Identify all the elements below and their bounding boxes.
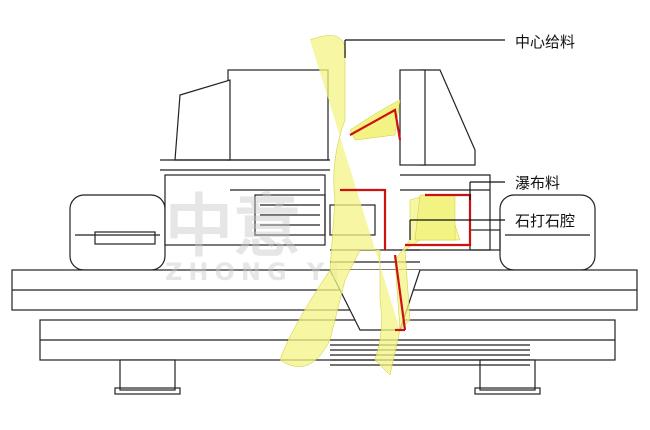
left-housing (160, 69, 376, 246)
left-motor (69, 194, 166, 271)
watermark-logo: 中意 (165, 188, 301, 267)
watermark-logo-en: ZHONG YI (165, 258, 345, 286)
label-waterfall-feed: 瀑布料 (515, 174, 561, 192)
right-motor (499, 194, 596, 271)
material-stream (279, 35, 461, 376)
leader-lines (344, 39, 505, 240)
label-rock-chamber: 石打石腔 (515, 212, 576, 230)
label-center-feed: 中心给料 (515, 33, 576, 51)
